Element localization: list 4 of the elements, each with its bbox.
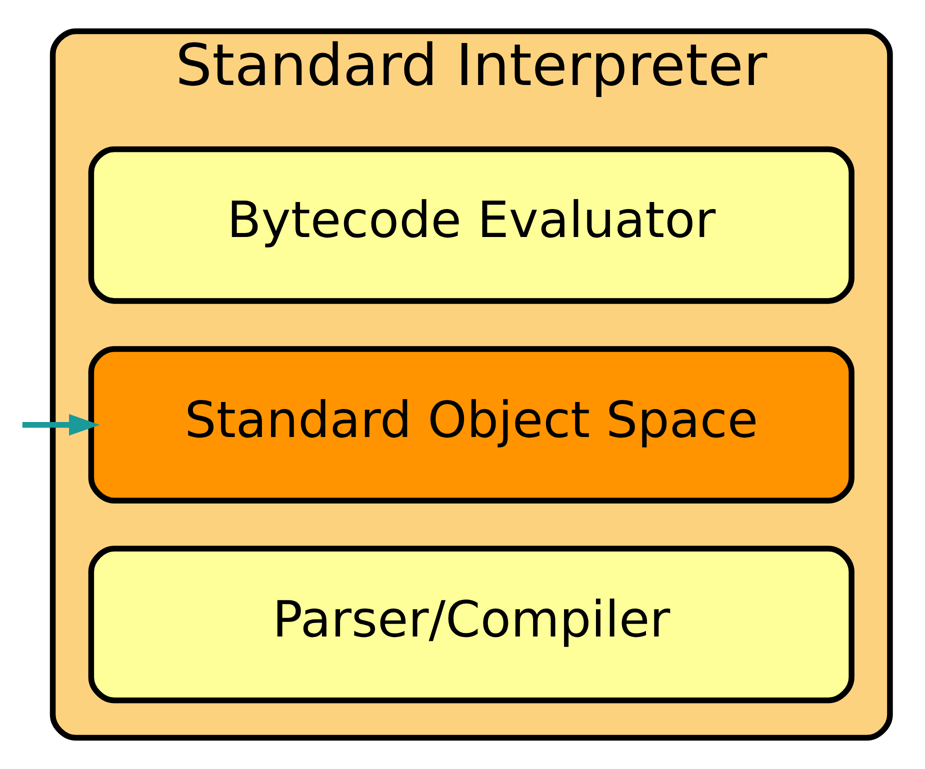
- arrow: [22, 414, 100, 436]
- node-box: Parser/Compiler: [88, 546, 854, 704]
- node-box: Bytecode Evaluator: [88, 146, 854, 304]
- node-box: Standard Object Space: [88, 346, 854, 504]
